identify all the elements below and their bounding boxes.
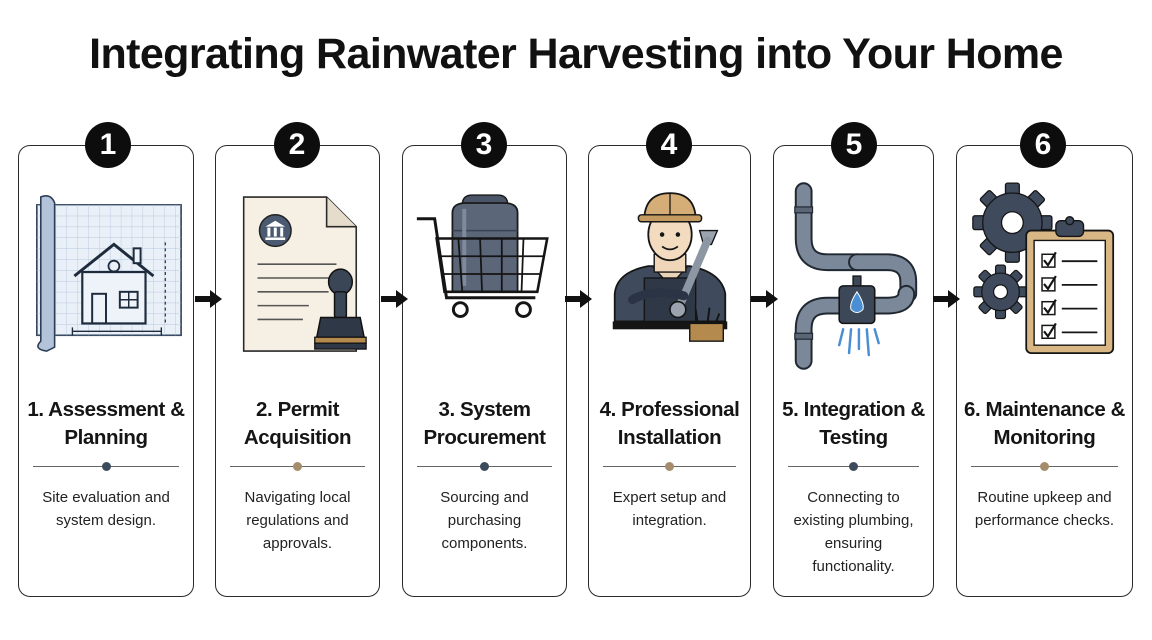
shopping-cart-tank-icon bbox=[407, 182, 562, 372]
divider bbox=[603, 462, 736, 471]
pipes-valve-icon bbox=[778, 182, 929, 372]
step-title: 5. Integration & Testing bbox=[782, 398, 925, 449]
step-title: 1. Assessment & Planning bbox=[27, 398, 185, 449]
step-card-6: 6. Maintenance & Monitoring Routine upke… bbox=[956, 145, 1133, 597]
arrow-right-icon bbox=[751, 290, 778, 308]
divider bbox=[417, 462, 552, 471]
step-description: Routine upkeep and performance checks. bbox=[974, 489, 1115, 529]
step-card-3: 3. System Procurement Sourcing and purch… bbox=[402, 145, 567, 597]
step-title: 3. System Procurement bbox=[423, 398, 546, 449]
plumber-wrench-icon bbox=[593, 182, 746, 372]
step-number-badge: 3 bbox=[461, 122, 507, 168]
divider bbox=[230, 462, 365, 471]
step-title: 6. Maintenance & Monitoring bbox=[963, 398, 1126, 449]
gears-checklist-icon bbox=[961, 182, 1128, 372]
step-description: Navigating local regulations and approva… bbox=[244, 489, 351, 552]
step-number-badge: 5 bbox=[831, 122, 877, 168]
step-number-badge: 2 bbox=[274, 122, 320, 168]
step-number-badge: 6 bbox=[1020, 122, 1066, 168]
divider bbox=[788, 462, 919, 471]
step-description: Connecting to existing plumbing, ensurin… bbox=[793, 489, 914, 575]
step-card-1: 1. Assessment & Planning Site evaluation… bbox=[18, 145, 194, 597]
arrow-right-icon bbox=[195, 290, 222, 308]
step-card-2: 2. Permit Acquisition Navigating local r… bbox=[215, 145, 380, 597]
permit-document-stamp-icon bbox=[220, 182, 375, 372]
step-card-4: 4. Professional Installation Expert setu… bbox=[588, 145, 751, 597]
step-number-badge: 4 bbox=[646, 122, 692, 168]
house-blueprint-icon bbox=[23, 182, 189, 372]
step-description: Site evaluation and system design. bbox=[42, 489, 170, 529]
arrow-right-icon bbox=[933, 290, 960, 308]
arrow-right-icon bbox=[565, 290, 592, 308]
divider bbox=[971, 462, 1118, 471]
page-title: Integrating Rainwater Harvesting into Yo… bbox=[89, 30, 1063, 78]
step-number-badge: 1 bbox=[85, 122, 131, 168]
step-title: 4. Professional Installation bbox=[599, 398, 740, 449]
divider bbox=[33, 462, 179, 471]
step-description: Sourcing and purchasing components. bbox=[440, 489, 529, 552]
step-title: 2. Permit Acquisition bbox=[243, 398, 352, 449]
arrow-right-icon bbox=[381, 290, 408, 308]
step-card-5: 5. Integration & Testing Connecting to e… bbox=[773, 145, 934, 597]
step-description: Expert setup and integration. bbox=[612, 489, 727, 529]
